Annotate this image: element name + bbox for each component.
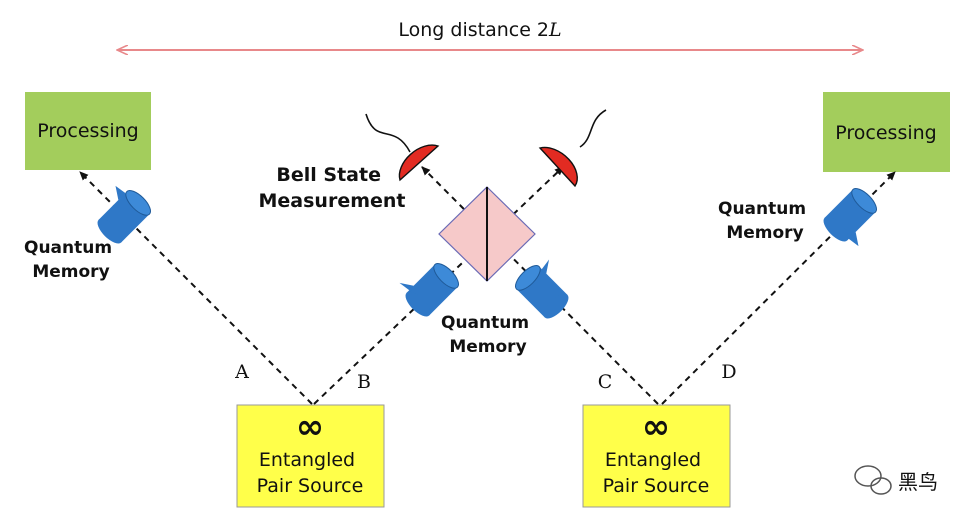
- path-label-d: D: [721, 361, 736, 383]
- memory-center-left-icon: [399, 263, 459, 317]
- memory-right-icon: [823, 188, 877, 247]
- long-distance-indicator: Long distance 2L: [118, 19, 862, 50]
- processing-label-right: Processing: [835, 122, 936, 144]
- watermark: 黑鸟: [854, 465, 938, 495]
- memory-left-icon: [97, 185, 151, 244]
- source-label-right: Entangled Pair Source: [603, 449, 710, 497]
- detector-left-icon: [365, 113, 440, 182]
- bell-state-label: Bell State Measurement: [259, 164, 406, 212]
- processing-box-left: Processing: [25, 92, 151, 170]
- detector-right-icon: [538, 109, 607, 188]
- path-label-a: A: [234, 361, 249, 383]
- processing-box-right: Processing: [823, 92, 950, 172]
- wechat-icon: [854, 465, 892, 495]
- infinity-symbol-right: ∞: [642, 407, 670, 447]
- watermark-text: 黑鸟: [898, 470, 938, 494]
- source-box-left: ∞ Entangled Pair Source: [236, 404, 385, 508]
- memory-left-label: Quantum Memory: [24, 238, 118, 282]
- memory-right-label: Quantum Memory: [718, 199, 812, 243]
- beam-splitter: [438, 186, 536, 282]
- distance-label: Long distance 2L: [398, 19, 561, 41]
- memory-center-right-icon: [515, 259, 569, 319]
- source-box-right: ∞ Entangled Pair Source: [582, 404, 731, 508]
- source-label-left: Entangled Pair Source: [257, 449, 364, 497]
- path-label-c: C: [598, 371, 613, 393]
- path-b-line: [313, 166, 564, 405]
- memory-center-label: Quantum Memory: [441, 313, 535, 357]
- path-label-b: B: [357, 371, 371, 393]
- distance-symbol: L: [548, 19, 562, 41]
- processing-label-left: Processing: [37, 120, 138, 142]
- infinity-symbol-left: ∞: [296, 407, 324, 447]
